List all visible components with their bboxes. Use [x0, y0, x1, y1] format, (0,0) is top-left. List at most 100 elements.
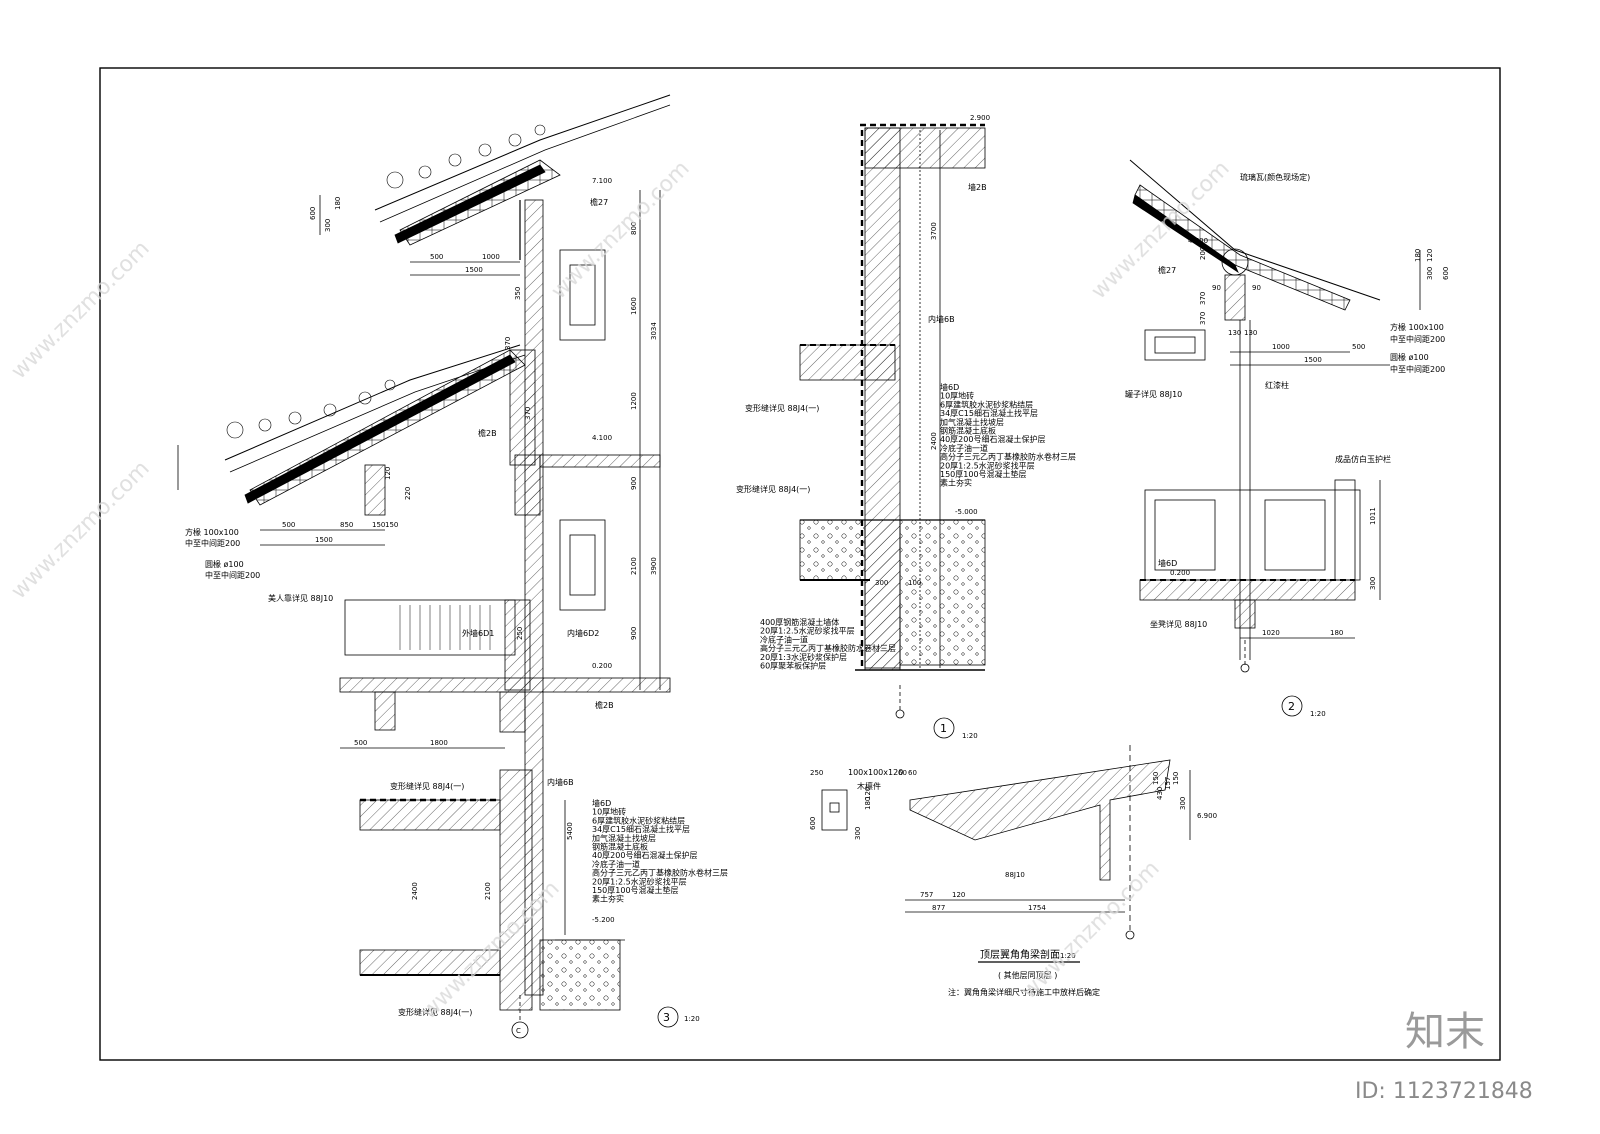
s2-scale-no: 2: [1288, 700, 1295, 713]
s3-dim: 350: [514, 287, 522, 300]
s1-layer-item: 钢筋混凝土底板: [940, 426, 996, 436]
s2-dim: 200: [1199, 247, 1207, 260]
s3-rafter: 方椽 100x100: [185, 527, 239, 537]
ridge-ornaments-mid: [226, 379, 396, 439]
s3-dim: 5400: [566, 822, 574, 840]
s3-dim: 1200: [630, 392, 638, 410]
s1-layer-item: 素土夯实: [940, 478, 972, 488]
s3-dim: 150: [385, 521, 398, 529]
s2-dim: 500: [1352, 343, 1365, 351]
cb-subtitle: ( 其他层同顶层 ): [998, 970, 1057, 980]
s3-wall-inner: 内墙6B: [547, 777, 574, 787]
s1-base-layer-item: 20厚1:2.5水泥砂浆找平层: [760, 626, 855, 636]
s2-top-note: 琉璃瓦(颜色现场定): [1240, 172, 1310, 182]
s3-dim: 250: [516, 627, 524, 640]
s1-scale-no: 1: [940, 722, 947, 735]
cb-dim: 120: [864, 787, 872, 800]
s3-column-label: 外墙6D1: [462, 628, 494, 638]
s3-dim: 1500: [315, 536, 333, 544]
s1-scale: 1:20: [962, 732, 978, 740]
s3-tag-2b: 檐2B: [478, 428, 497, 438]
s3-round-rafter-spacing: 中至中间距200: [205, 570, 260, 580]
s2-rafter-spacing: 中至中间距200: [1390, 334, 1445, 344]
cb-dim: 1754: [1028, 904, 1046, 912]
s3-layer-item: 20厚1:2.5水泥砂浆找平层: [592, 876, 687, 886]
s2-ref-a: 罐子详见 88J10: [1125, 389, 1182, 399]
s3-tag-2b-low: 檐2B: [595, 700, 614, 710]
s3-dim: 180: [334, 197, 342, 210]
s1-layer-item: 20厚1:2.5水泥砂浆找平层: [940, 460, 1035, 470]
s2-dim: 370: [1199, 292, 1207, 305]
s1-base-layer-list: 400厚钢筋混凝土墙体20厚1:2.5水泥砂浆找平层冷底子油一道高分子三元乙丙丁…: [760, 617, 896, 671]
s3-layer-item: 墙6D: [592, 798, 611, 808]
wm-3: www.znzmo.com: [547, 156, 695, 304]
s2-dim: 300: [1369, 577, 1377, 590]
s2-rail: 成品仿白玉护栏: [1335, 454, 1391, 464]
s1-elev-base: -5.000: [955, 508, 978, 516]
s1-layer-item: 高分子三元乙丙丁基橡胶防水卷材三层: [940, 452, 1076, 462]
s1-ref-b: 变形缝详见 88J4(一): [736, 484, 810, 494]
s3-dim: 2100: [630, 557, 638, 575]
s3-layer-item: 素土夯实: [592, 894, 624, 904]
wm-1: www.znzmo.com: [7, 236, 155, 384]
s2-dim: 120: [1426, 249, 1434, 262]
cb-dim: 60: [908, 769, 917, 777]
cb-dim: 877: [932, 904, 945, 912]
cb-dim: 300: [1179, 797, 1187, 810]
cb-member: 木檩件: [857, 781, 881, 791]
cb-beam-size: 100x100x120: [848, 768, 903, 777]
cb-dim: 300: [854, 827, 862, 840]
cb-dim: 430: [1156, 787, 1164, 800]
cb-dim: 600: [809, 817, 817, 830]
s1-layer-item: 150厚100号混凝土垫层: [940, 469, 1027, 479]
s2-dim: 300: [1426, 267, 1434, 280]
s3-dim: 370: [524, 407, 532, 420]
s1-layer-item: 6厚建筑胶水泥砂浆粘结层: [940, 399, 1033, 409]
s1-dim: 2400: [930, 432, 938, 450]
s3-dim: 370: [504, 337, 512, 350]
s1-layer-item: 冷底子油一道: [940, 443, 988, 453]
s3-layer-item: 40厚200号细石混凝土保护层: [592, 850, 697, 860]
s2-dim: 90: [1252, 284, 1261, 292]
s1-base-layer-item: 高分子三元乙丙丁基橡胶防水卷材三层: [760, 643, 896, 653]
cb-dim: 250: [810, 769, 823, 777]
s2-tag: 檐27: [1158, 265, 1176, 275]
s1-ref-a: 变形缝详见 88J4(一): [745, 403, 819, 413]
brand-logo: 知末: [1405, 1009, 1485, 1055]
wm-2: www.znzmo.com: [7, 456, 155, 604]
s3-dim: 850: [340, 521, 353, 529]
s3-elev-floor: 0.200: [592, 662, 612, 670]
s2-dim: 130: [1228, 329, 1241, 337]
s2-dim: 1020: [1262, 629, 1280, 637]
s3-elev-mid: 4.100: [592, 434, 612, 442]
s3-tag-27: 檐27: [590, 197, 608, 207]
s3-rafter-spacing: 中至中间距200: [185, 538, 240, 548]
s2-dim: 130: [1244, 329, 1257, 337]
s2-tag-floor: 墙6D: [1158, 558, 1177, 568]
s1-layer-list: 墙6D10厚地砖6厚建筑胶水泥砂浆粘结层34厚C15细石混凝土找平层加气混凝土找…: [940, 382, 1076, 488]
s3-dim: 800: [630, 222, 638, 235]
s3-dim: 300: [324, 219, 332, 232]
cb-dim: 60: [898, 769, 907, 777]
s3-layer-item: 高分子三元乙丙丁基橡胶防水卷材三层: [592, 868, 728, 878]
s3-dim: 150: [372, 521, 385, 529]
s3-dim: 120: [384, 467, 392, 480]
cb-dim: 757: [920, 891, 933, 899]
s3-dim: 600: [309, 207, 317, 220]
cb-dim: 157: [1164, 777, 1172, 790]
s3-dim: 2100: [484, 882, 492, 900]
cb-note: 注：翼角角梁详细尺寸待施工中放样后确定: [948, 987, 1100, 997]
section-2: [1129, 159, 1421, 673]
s3-elev-top: 7.100: [592, 177, 612, 185]
section-1-labels: 2.900 -5.000 墙2B 内墙6B 变形缝详见 88J4(一) 变形缝详…: [736, 114, 1076, 740]
s1-wall: 内墙6B: [928, 314, 955, 324]
s3-dim: 1600: [630, 297, 638, 315]
s2-dim: 600: [1442, 267, 1450, 280]
s1-layer-item: 40厚200号细石混凝土保护层: [940, 434, 1045, 444]
s3-dim: 1800: [430, 739, 448, 747]
